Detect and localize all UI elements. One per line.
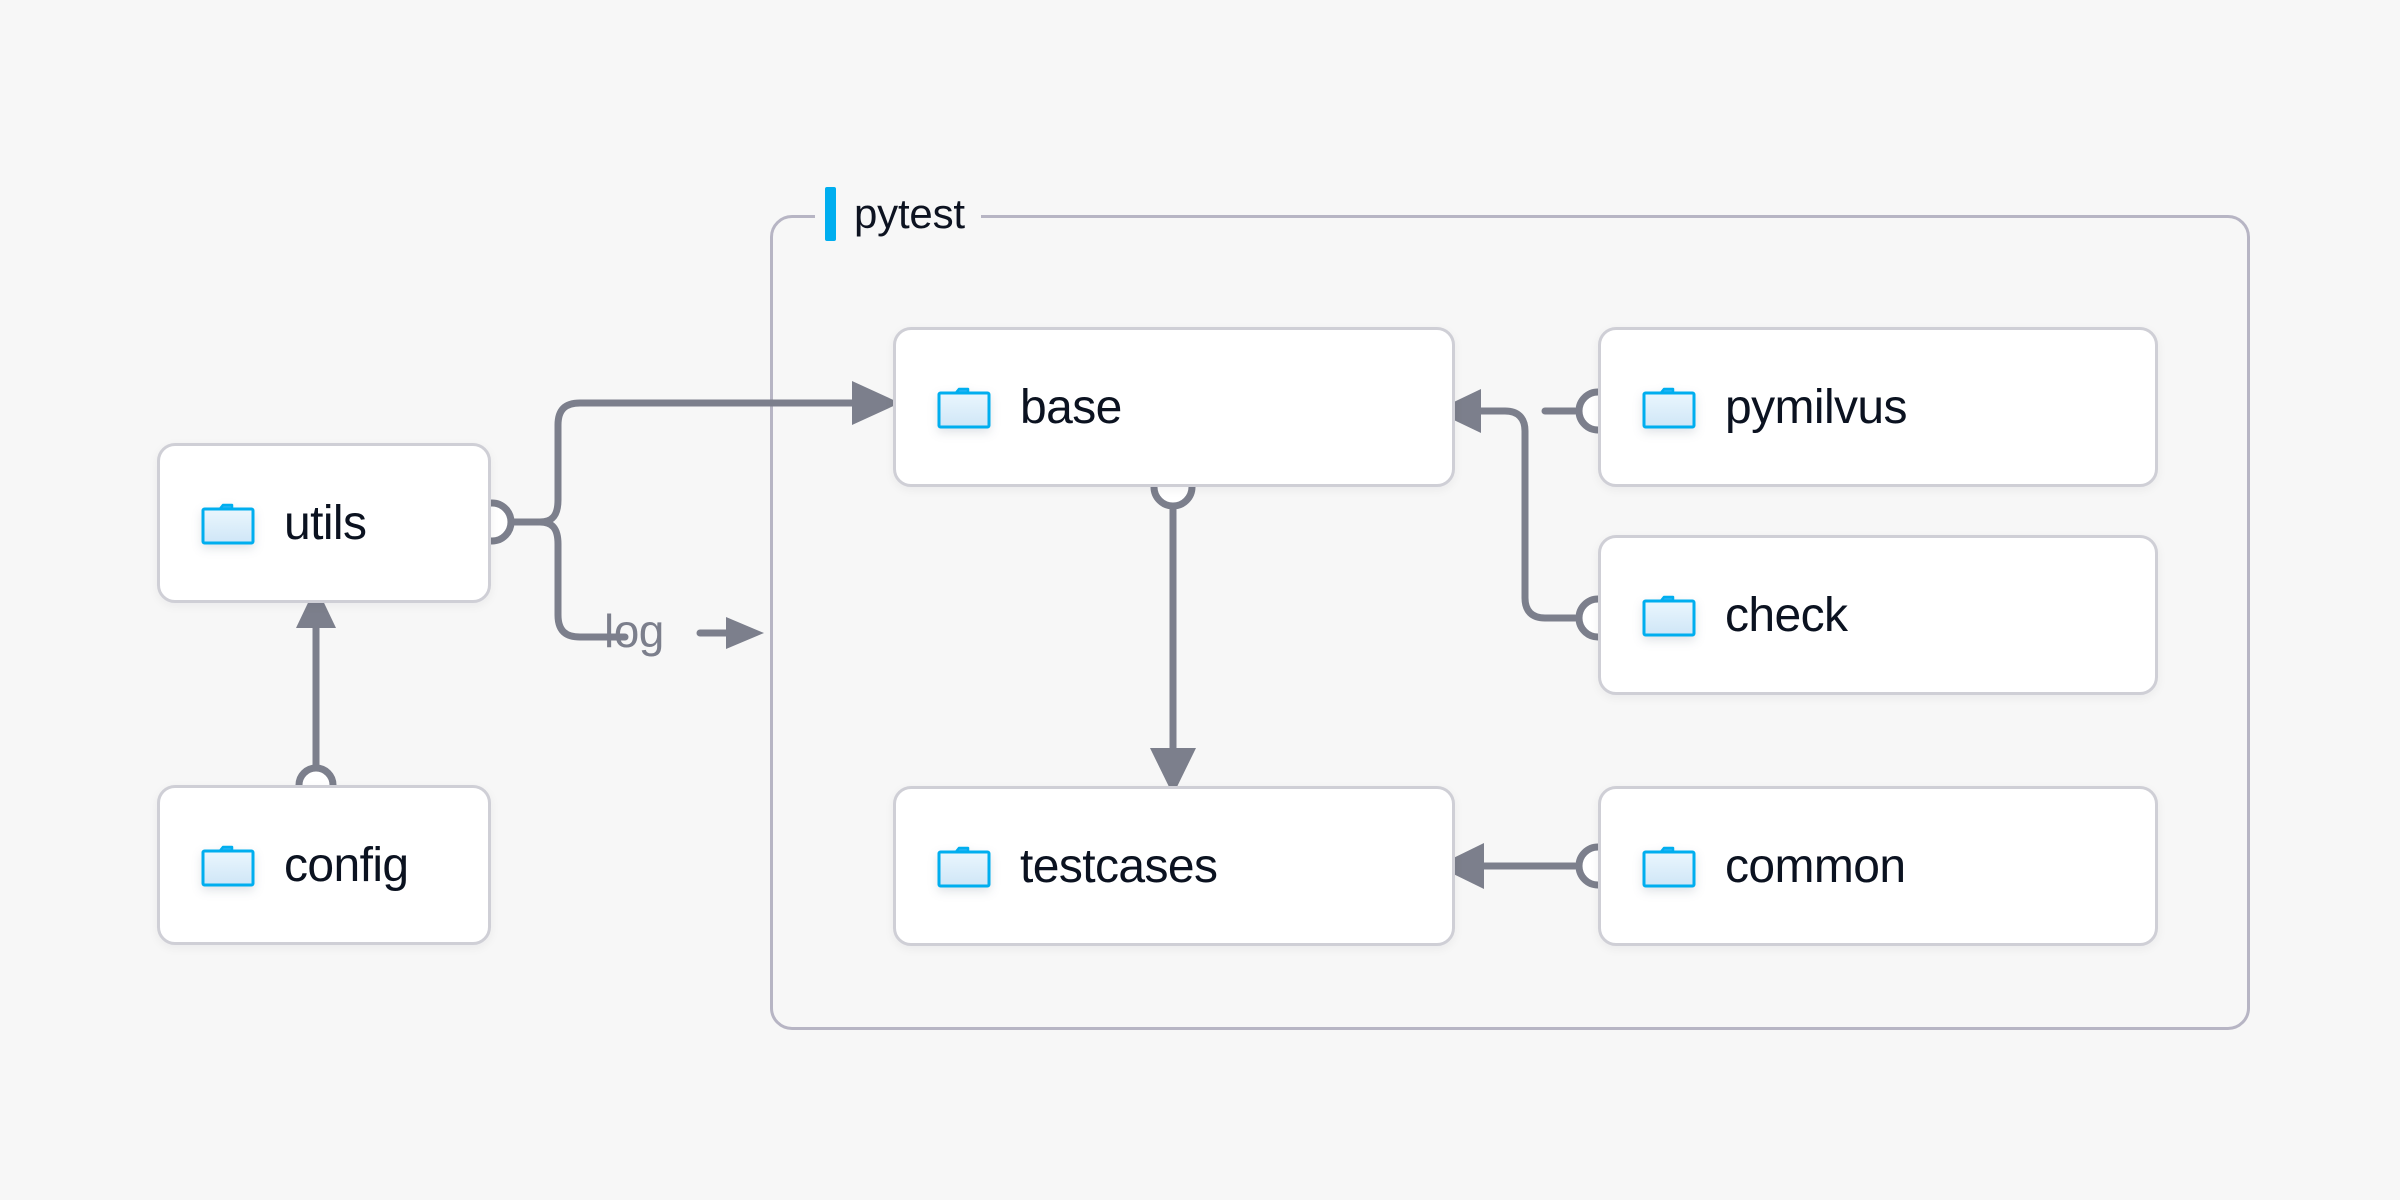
folder-icon [1641,843,1697,889]
node-check[interactable]: check [1598,535,2158,695]
edge-label-log: log [604,605,664,657]
edge-log-arrow [696,617,764,649]
node-utils-label: utils [284,496,367,550]
group-accent-bar [825,187,836,241]
node-base-label: base [1020,380,1122,434]
node-common-label: common [1725,839,1906,893]
group-pytest-label: pytest [815,187,981,241]
node-testcases-label: testcases [1020,839,1218,893]
node-base[interactable]: base [893,327,1455,487]
folder-icon [936,384,992,430]
group-pytest-title: pytest [854,190,965,237]
folder-icon [1641,384,1697,430]
node-pymilvus[interactable]: pymilvus [1598,327,2158,487]
node-testcases[interactable]: testcases [893,786,1455,946]
node-pymilvus-label: pymilvus [1725,380,1908,434]
node-config-label: config [284,838,409,892]
node-check-label: check [1725,588,1848,642]
folder-icon [200,842,256,888]
folder-icon [200,500,256,546]
folder-icon [1641,592,1697,638]
group-pytest [770,215,2250,1030]
folder-icon [936,843,992,889]
edge-config-utils [295,586,337,806]
node-config[interactable]: config [157,785,491,945]
node-common[interactable]: common [1598,786,2158,946]
node-utils[interactable]: utils [157,443,491,603]
